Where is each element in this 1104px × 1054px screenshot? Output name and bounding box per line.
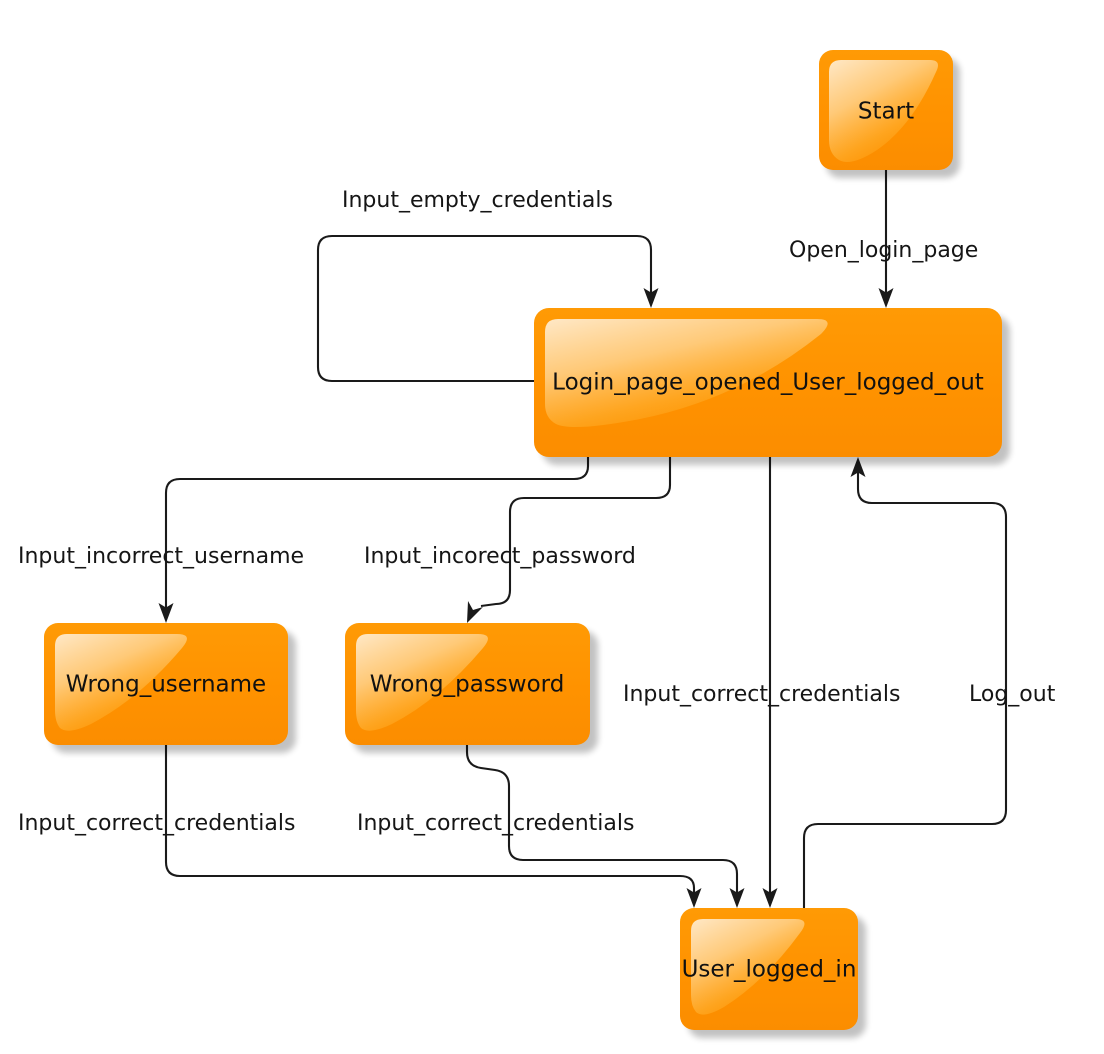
edge-password-correct: Input_correct_credentials (357, 745, 745, 908)
edge-logout-path (802, 470, 1008, 908)
edge-empty-credentials-path (316, 234, 653, 383)
edge-label-password-correct: Input_correct_credentials (357, 811, 634, 836)
user-logged-in-node-body (680, 908, 858, 1030)
edge-password-correct-path (465, 745, 739, 895)
state-node-login-page[interactable]: Login_page_opened_User_logged_out (534, 308, 1010, 465)
state-node-wrong-password[interactable]: Wrong_password (345, 623, 598, 753)
edge-label-login-correct: Input_correct_credentials (623, 682, 900, 707)
edge-label-logout: Log_out (969, 682, 1056, 707)
edge-label-incorrect-username: Input_incorrect_username (18, 544, 304, 569)
edge-incorect-password-arrowhead (467, 601, 483, 623)
edge-incorrect-username-arrowhead (158, 603, 174, 623)
start-node-body (819, 50, 953, 170)
edge-incorrect-username: Input_incorrect_username (18, 457, 590, 623)
edge-logout-arrowhead (850, 457, 866, 477)
edge-incorect-password-path (480, 457, 672, 608)
edge-incorect-password: Input_incorect_password (364, 457, 672, 623)
edge-incorrect-username-path (164, 457, 590, 610)
edge-login-correct: Input_correct_credentials (623, 457, 900, 908)
edge-label-open-login: Open_login_page (789, 238, 978, 263)
login-page-node-body (534, 308, 1002, 457)
edge-open-login: Open_login_page (789, 170, 978, 308)
state-node-wrong-username[interactable]: Wrong_username (44, 623, 296, 753)
state-node-start[interactable]: Start (819, 50, 960, 178)
edge-label-username-correct: Input_correct_credentials (18, 811, 295, 836)
wrong-username-node-body (44, 623, 288, 745)
edge-label-empty-credentials: Input_empty_credentials (342, 188, 613, 213)
wrong-password-node-body (345, 623, 590, 745)
edge-username-correct: Input_correct_credentials (18, 745, 702, 908)
state-node-user-logged-in[interactable]: User_logged_in (680, 908, 866, 1038)
edge-open-login-arrowhead (878, 288, 894, 308)
edge-empty-credentials-arrowhead (643, 288, 659, 308)
edge-logout: Log_out (802, 457, 1056, 908)
edge-login-correct-arrowhead (762, 888, 778, 908)
edge-password-correct-arrowhead (729, 888, 745, 908)
edge-label-incorect-password: Input_incorect_password (364, 544, 636, 569)
edge-username-correct-arrowhead (686, 888, 702, 908)
edge-username-correct-path (164, 745, 696, 895)
